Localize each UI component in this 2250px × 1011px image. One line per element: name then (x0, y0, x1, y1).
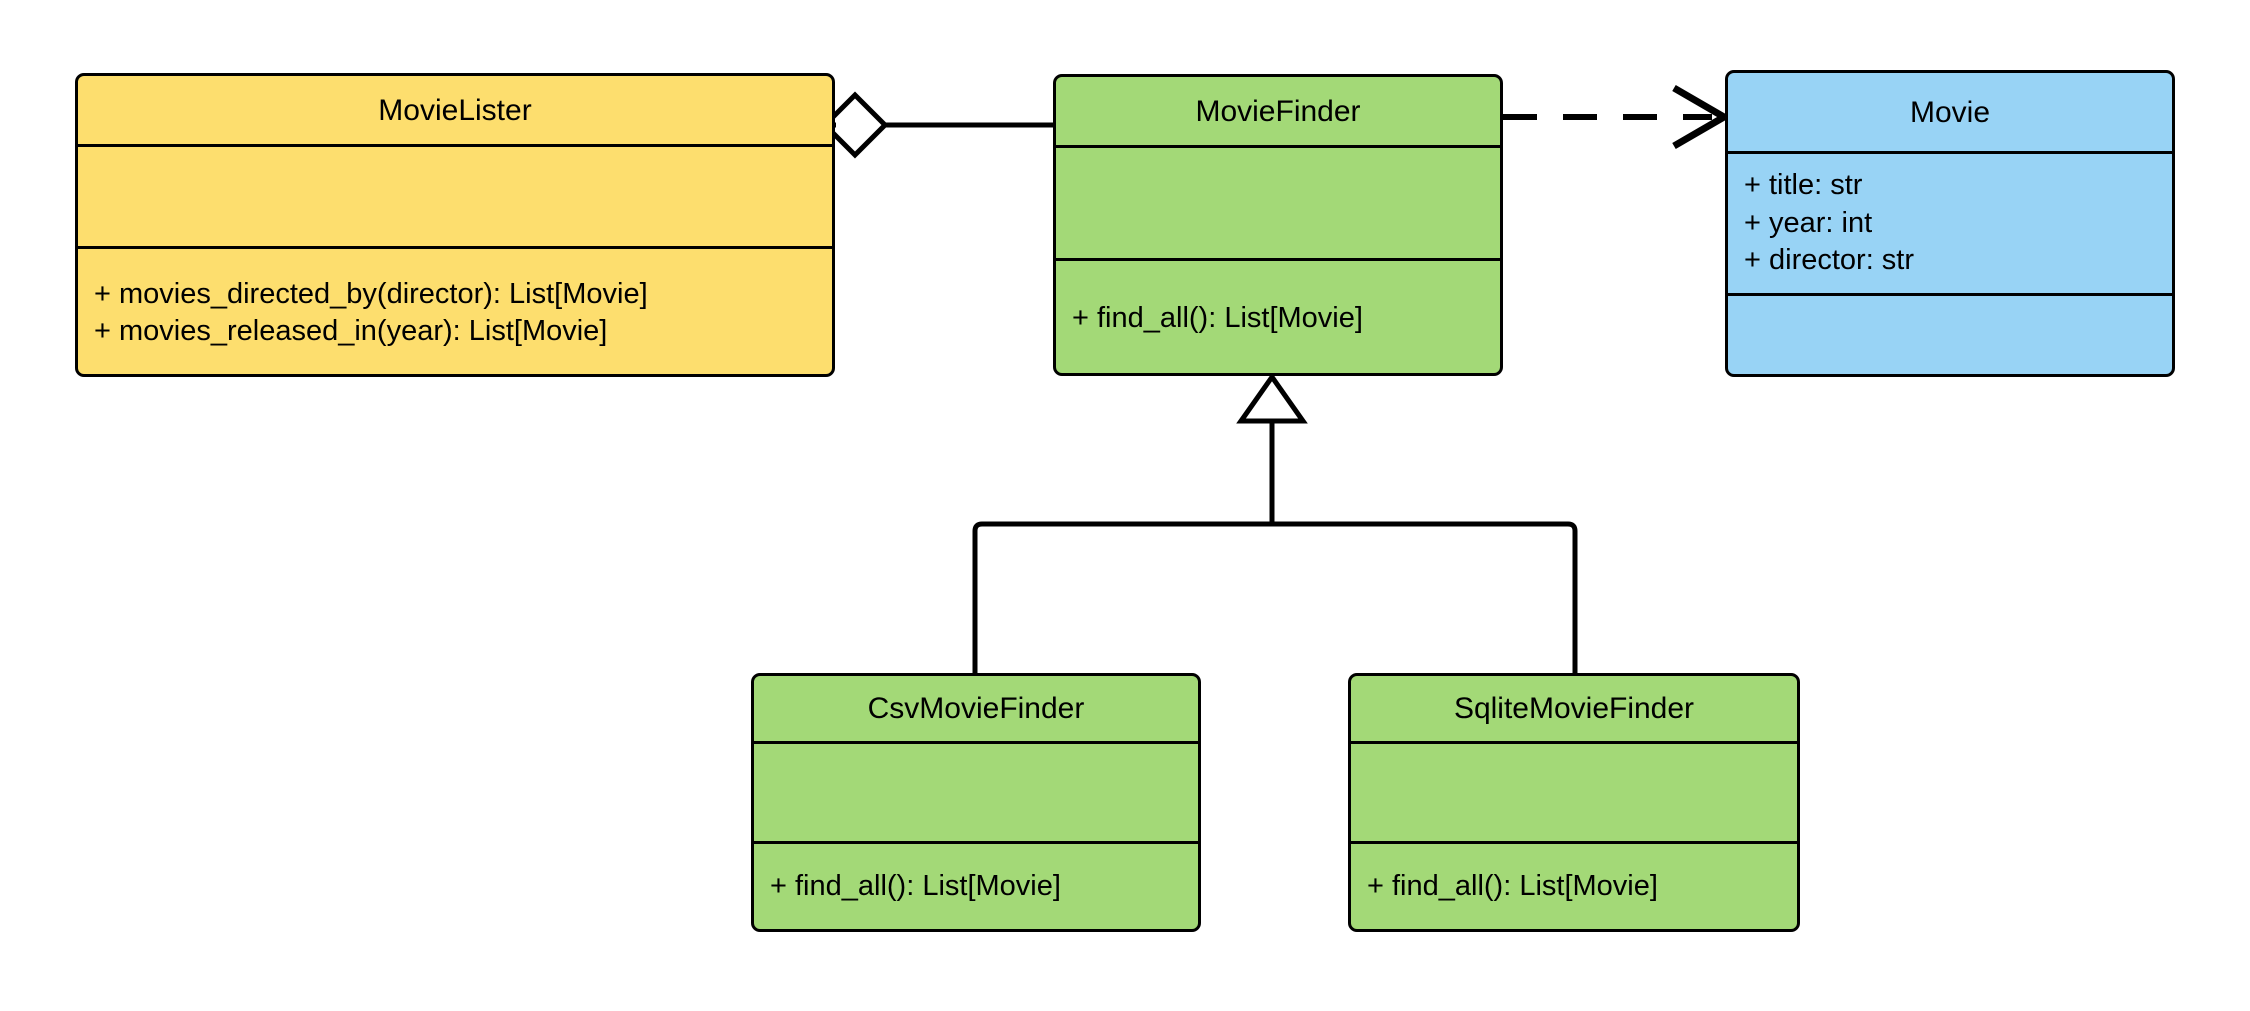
class-name-csvmoviefinder: CsvMovieFinder (867, 692, 1085, 725)
attribute-row: + title: str (1744, 169, 1863, 202)
methods-compartment-csvmoviefinder: + find_all(): List[Movie] (754, 841, 1198, 929)
edge-generalization-tree[interactable] (972, 372, 1578, 673)
class-box-sqlitemoviefinder[interactable]: SqliteMovieFinder + find_all(): List[Mov… (1348, 673, 1800, 932)
attribute-row: + director: str (1744, 244, 1915, 277)
class-box-movielister[interactable]: MovieLister + movies_directed_by(directo… (75, 73, 835, 377)
class-name-sqlitemoviefinder: SqliteMovieFinder (1453, 692, 1695, 725)
class-box-movie[interactable]: Movie + title: str + year: int + directo… (1725, 70, 2175, 377)
attributes-compartment-csvmoviefinder (754, 741, 1198, 841)
method-row: + find_all(): List[Movie] (770, 869, 1061, 902)
method-row: + find_all(): List[Movie] (1367, 869, 1658, 902)
method-row: + find_all(): List[Movie] (1072, 301, 1363, 334)
methods-compartment-movie (1728, 293, 2172, 374)
class-box-csvmoviefinder[interactable]: CsvMovieFinder + find_all(): List[Movie] (751, 673, 1201, 932)
hollow-triangle-icon (1236, 372, 1308, 424)
class-box-moviefinder[interactable]: MovieFinder + find_all(): List[Movie] (1053, 74, 1503, 376)
edge-dependency-moviefinder-movie[interactable] (1503, 84, 1731, 150)
edge-aggregation-movielister-moviefinder[interactable] (821, 91, 1053, 159)
attributes-compartment-sqlitemoviefinder (1351, 741, 1797, 841)
method-row: + movies_directed_by(director): List[Mov… (94, 277, 648, 310)
class-name-moviefinder: MovieFinder (1195, 94, 1361, 128)
attributes-compartment-movielister (78, 144, 832, 246)
methods-compartment-movielister: + movies_directed_by(director): List[Mov… (78, 246, 832, 374)
attribute-row: + year: int (1744, 206, 1873, 239)
open-arrowhead-icon (1672, 84, 1731, 150)
attributes-compartment-movie: + title: str + year: int + director: str (1728, 151, 2172, 293)
methods-compartment-moviefinder: + find_all(): List[Movie] (1056, 258, 1500, 373)
methods-compartment-sqlitemoviefinder: + find_all(): List[Movie] (1351, 841, 1797, 929)
generalization-branch-sqlite (1272, 521, 1578, 673)
class-name-movielister: MovieLister (378, 93, 532, 127)
class-name-movie: Movie (1909, 95, 1991, 129)
generalization-branch-csv (972, 521, 1272, 673)
attributes-compartment-moviefinder (1056, 145, 1500, 258)
method-row: + movies_released_in(year): List[Movie] (94, 315, 608, 347)
